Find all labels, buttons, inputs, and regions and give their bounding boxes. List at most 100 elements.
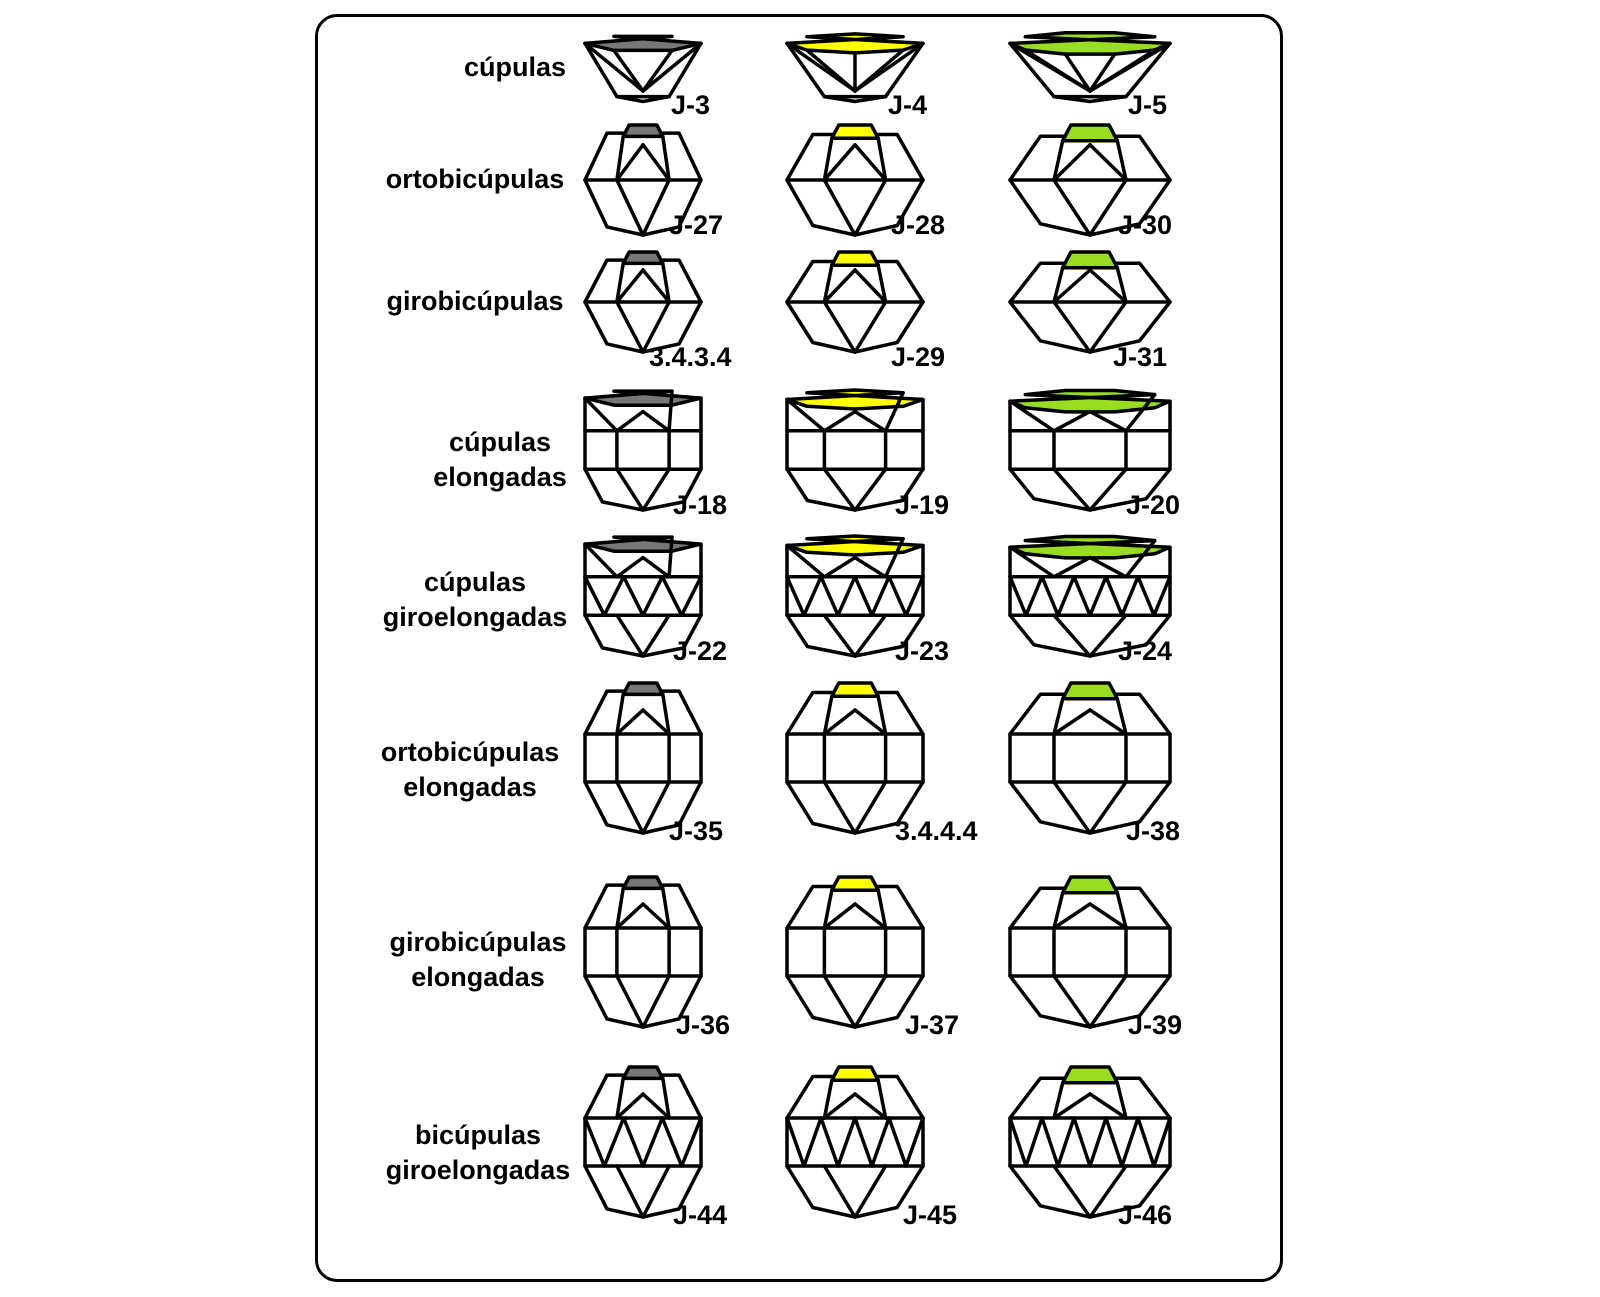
lower-edge <box>1088 1164 1128 1219</box>
upper-edge <box>822 1092 857 1120</box>
cupola-edge <box>641 48 674 93</box>
solid-J-36 <box>583 875 703 1029</box>
solid-J-30 <box>1008 123 1172 237</box>
cupola-edge <box>641 41 703 93</box>
solid-code: J-45 <box>903 1200 958 1230</box>
zigzag-edge <box>679 1116 703 1168</box>
top-face <box>621 1065 665 1081</box>
zigzag-edge <box>621 1116 645 1168</box>
lower-edge <box>822 780 857 835</box>
zigzag-edge <box>583 575 607 617</box>
lower-edge <box>1052 613 1092 658</box>
zigzag-edge <box>802 1116 823 1168</box>
zigzag-edge <box>621 575 645 617</box>
upper-edge <box>641 708 671 736</box>
upper-edge <box>1088 1092 1128 1120</box>
upper-edge <box>1115 890 1128 930</box>
lower-edge <box>822 467 857 512</box>
solid-J-46 <box>1008 1065 1172 1219</box>
upper-edge <box>1115 138 1128 182</box>
row-label-line: girobicúpulas <box>389 927 567 957</box>
lower-edge <box>822 178 857 237</box>
upper-edge <box>1008 399 1056 433</box>
solid-J-3 <box>583 34 703 104</box>
zigzag-edge <box>904 575 925 617</box>
upper-edge <box>1115 265 1128 304</box>
zigzag-edge <box>1072 575 1092 617</box>
cupola-edge <box>1023 48 1092 93</box>
solid-code: J-31 <box>1113 342 1168 372</box>
upper-edge <box>615 1092 645 1120</box>
zigzag-edge <box>785 575 806 617</box>
upper-edge <box>615 886 625 930</box>
top-face <box>1008 534 1172 560</box>
row-label-line: ortobicúpulas <box>380 737 560 767</box>
cupola-edge <box>583 41 645 93</box>
lower-edge <box>615 974 645 1029</box>
zigzag-edge <box>836 575 857 617</box>
cupola-edge <box>853 41 925 93</box>
zigzag-edge <box>602 1116 626 1168</box>
upper-edge <box>1088 902 1128 930</box>
upper-edge <box>876 136 888 182</box>
solid-code: J-28 <box>891 210 946 240</box>
zigzag-edge <box>1024 575 1044 617</box>
upper-edge <box>1008 545 1056 579</box>
solid-J-37 <box>785 875 925 1029</box>
upper-edge <box>822 888 834 930</box>
zigzag-edge <box>819 575 840 617</box>
upper-edge <box>785 397 827 433</box>
figure-frame <box>315 14 1283 1282</box>
upper-edge <box>853 708 888 736</box>
top-face <box>785 534 925 557</box>
solid-outline <box>583 258 703 354</box>
zigzag-edge <box>641 1116 665 1168</box>
upper-edge <box>1088 409 1128 433</box>
top-face <box>621 681 665 697</box>
upper-edge <box>853 555 888 579</box>
upper-edge <box>785 543 827 579</box>
solid-code: J-4 <box>888 90 928 120</box>
solid-code: J-27 <box>669 210 724 240</box>
row-label-line: giroelongadas <box>382 602 568 632</box>
zigzag-edge <box>602 575 626 617</box>
cupola-edge <box>1088 52 1117 93</box>
solid-J-28 <box>785 123 925 237</box>
upper-edge <box>615 1076 625 1120</box>
upper-edge <box>661 134 671 182</box>
top-face <box>1060 250 1120 270</box>
upper-edge <box>1124 538 1157 579</box>
solid-code: J-39 <box>1128 1010 1183 1040</box>
zigzag-edge <box>853 575 874 617</box>
zigzag-edge <box>1152 575 1172 617</box>
upper-edge <box>1052 143 1092 182</box>
solid-code: J-20 <box>1126 490 1181 520</box>
lower-edge <box>853 780 888 835</box>
cupola-edge <box>1063 52 1092 93</box>
upper-edge <box>667 389 674 433</box>
solid-code: J-3 <box>671 90 711 120</box>
upper-edge <box>853 268 888 304</box>
lower-edge <box>1088 467 1128 512</box>
zigzag-edge <box>1104 575 1124 617</box>
upper-edge <box>1052 138 1065 182</box>
solid-J-31 <box>1008 250 1172 354</box>
solid-code: J-46 <box>1118 1200 1173 1230</box>
upper-edge <box>1088 143 1128 182</box>
zigzag-edge <box>1152 1116 1172 1168</box>
solid-code: J-36 <box>676 1010 731 1040</box>
upper-edge <box>853 143 888 182</box>
lower-edge <box>822 974 857 1029</box>
lower-edge <box>853 1164 888 1219</box>
solid-code: J-19 <box>895 490 950 520</box>
upper-edge <box>1052 555 1092 579</box>
zigzag-edge <box>870 575 891 617</box>
solid-code: J-22 <box>673 636 728 666</box>
upper-edge <box>853 409 888 433</box>
lower-edge <box>853 467 888 512</box>
zigzag-edge <box>887 1116 908 1168</box>
